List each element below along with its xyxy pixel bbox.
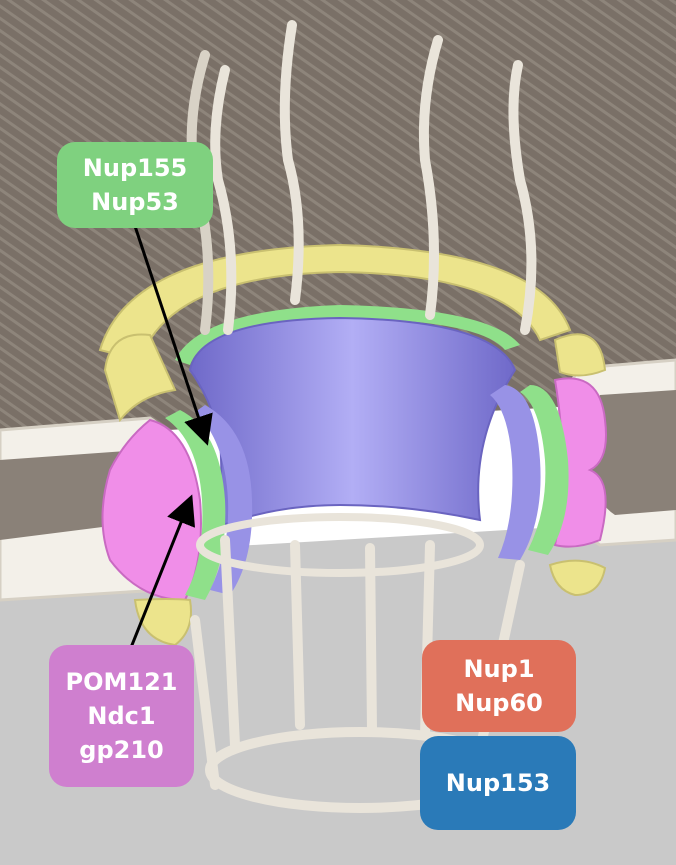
gp210-label: gp210	[49, 733, 194, 767]
nup153-label-box: Nup153	[420, 736, 576, 830]
pom121-label: POM121	[49, 665, 194, 699]
nup1-label-box: Nup1 Nup60	[422, 640, 576, 732]
nup155-label-box: Nup155 Nup53	[57, 142, 213, 228]
pom121-label-box: POM121 Ndc1 gp210	[49, 645, 194, 787]
nup1-label: Nup1	[422, 652, 576, 686]
nup155-label: Nup155	[57, 151, 213, 185]
nup53-label: Nup53	[57, 185, 213, 219]
ndc1-label: Ndc1	[49, 699, 194, 733]
nup153-label: Nup153	[420, 766, 576, 800]
nup60-label: Nup60	[422, 686, 576, 720]
